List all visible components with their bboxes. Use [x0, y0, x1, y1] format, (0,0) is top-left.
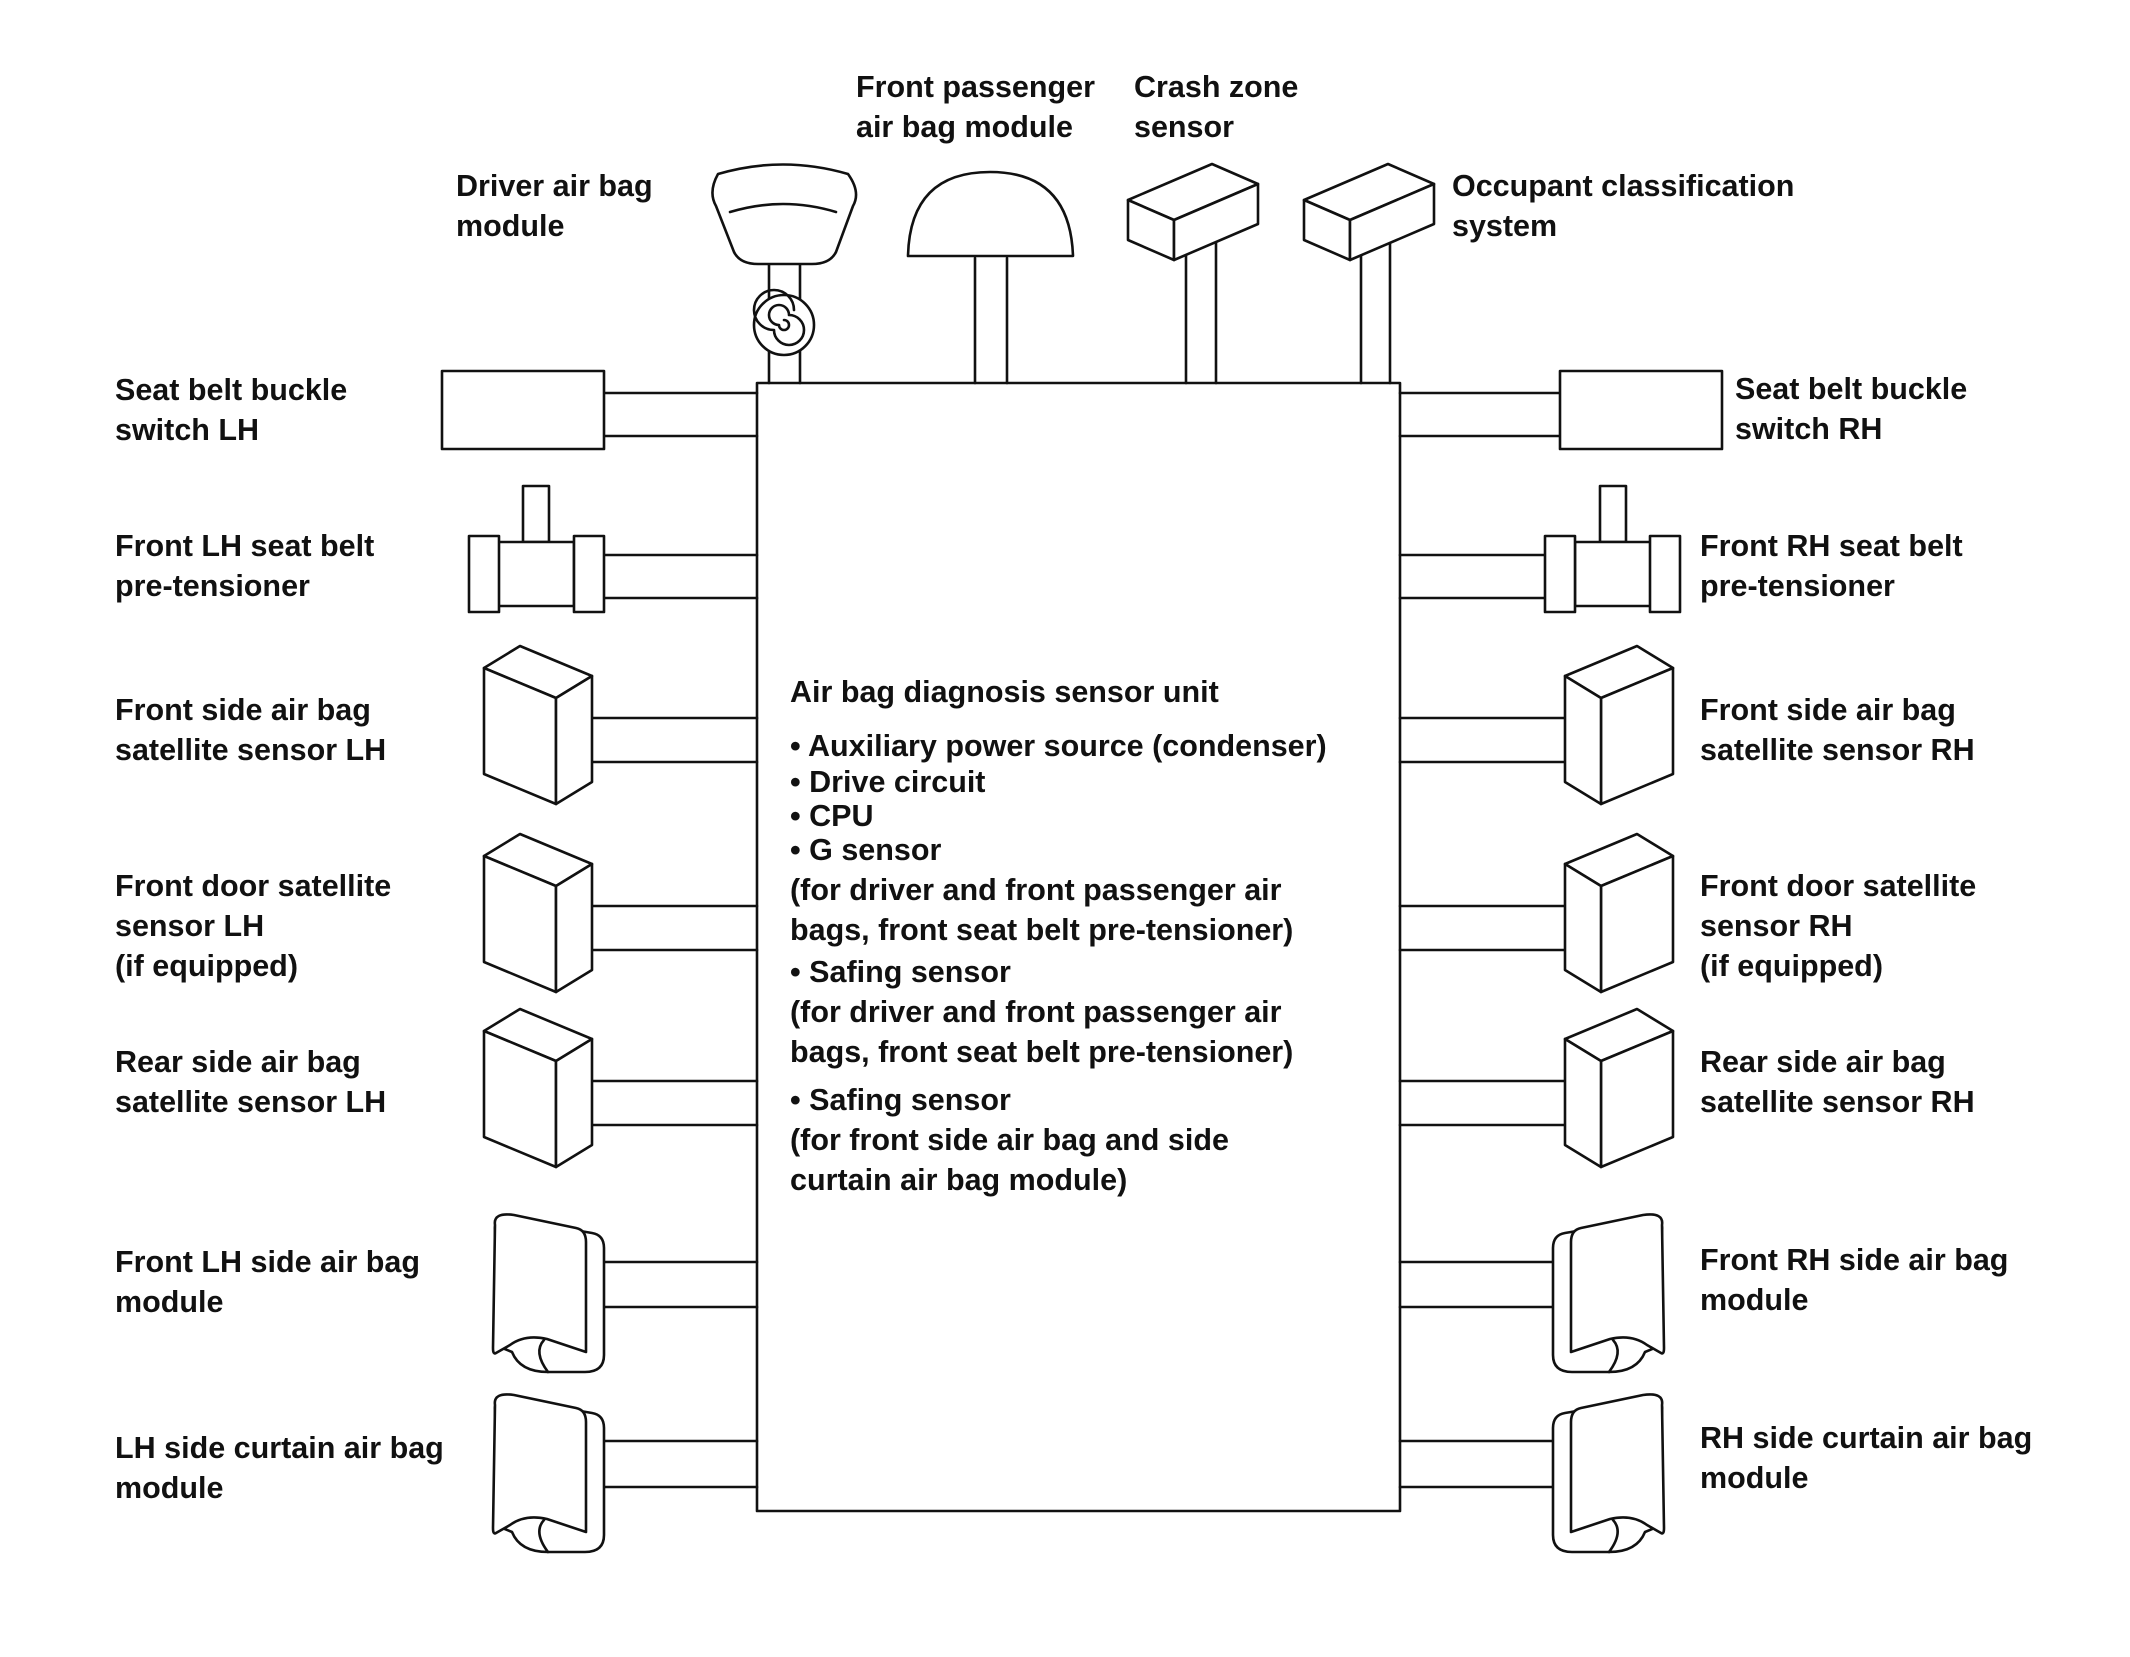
unit-item: • Safing sensor — [790, 1083, 1011, 1117]
label-front-side-satellite-lh: Front side air bag satellite sensor LH — [115, 693, 387, 767]
label-front-door-satellite-lh: Front door satellite sensor LH (if equip… — [115, 869, 392, 983]
rear-side-satellite-lh-icon — [482, 1007, 759, 1169]
front-door-satellite-lh-icon — [482, 832, 759, 994]
label-buckle-switch-rh: Seat belt buckle switch RH — [1735, 372, 1968, 446]
label-occupant-classification: Occupant classification system — [1452, 169, 1795, 243]
label-crash-zone-sensor: Crash zone sensor — [1134, 70, 1299, 144]
label-pretensioner-lh: Front LH seat belt pre-tensioner — [115, 529, 375, 603]
label-curtain-airbag-rh: RH side curtain air bag module — [1700, 1421, 2033, 1495]
passenger-airbag-module-icon — [906, 170, 1075, 385]
curtain-airbag-lh-icon — [491, 1393, 759, 1554]
label-front-side-satellite-rh: Front side air bag satellite sensor RH — [1700, 693, 1975, 767]
rear-side-satellite-rh-icon — [1398, 1007, 1675, 1169]
unit-item: curtain air bag module) — [790, 1163, 1128, 1197]
unit-item: (for driver and front passenger air — [790, 873, 1282, 907]
label-front-side-airbag-lh: Front LH side air bag module — [115, 1245, 421, 1319]
occupant-classification-icon — [1302, 162, 1436, 385]
front-door-satellite-rh-icon — [1398, 832, 1675, 994]
unit-item: (for front side air bag and side — [790, 1123, 1229, 1157]
front-side-airbag-rh-icon — [1398, 1213, 1666, 1374]
label-pretensioner-rh: Front RH seat belt pre-tensioner — [1700, 529, 1963, 603]
label-front-passenger-airbag: Front passenger air bag module — [856, 70, 1095, 144]
unit-item: • G sensor — [790, 833, 942, 867]
label-curtain-airbag-lh: LH side curtain air bag module — [115, 1431, 444, 1505]
diagnosis-sensor-unit-text: Air bag diagnosis sensor unit • Auxiliar… — [790, 672, 1327, 1200]
unit-item: • Safing sensor — [790, 955, 1011, 989]
label-rear-side-satellite-rh: Rear side air bag satellite sensor RH — [1700, 1045, 1975, 1119]
label-rear-side-satellite-lh: Rear side air bag satellite sensor LH — [115, 1045, 387, 1119]
label-front-door-satellite-rh: Front door satellite sensor RH (if equip… — [1700, 869, 1977, 983]
diagnosis-sensor-unit-box — [755, 381, 1402, 1513]
unit-item: bags, front seat belt pre-tensioner) — [790, 1035, 1294, 1069]
unit-item: • Drive circuit — [790, 765, 986, 799]
label-front-side-airbag-rh: Front RH side air bag module — [1700, 1243, 2009, 1317]
crash-zone-sensor-icon — [1126, 162, 1260, 385]
curtain-airbag-rh-icon — [1398, 1393, 1666, 1554]
unit-item: • CPU — [790, 799, 874, 833]
pretensioner-lh-icon — [467, 484, 759, 614]
unit-title: Air bag diagnosis sensor unit — [790, 675, 1219, 709]
unit-item: (for driver and front passenger air — [790, 995, 1282, 1029]
front-side-satellite-lh-icon — [482, 644, 759, 806]
front-side-airbag-lh-icon — [491, 1213, 759, 1374]
pretensioner-rh-icon — [1398, 484, 1682, 614]
label-driver-airbag: Driver air bag module — [456, 169, 653, 243]
buckle-switch-rh-icon — [1398, 369, 1724, 451]
buckle-switch-lh-icon — [440, 369, 759, 451]
label-buckle-switch-lh: Seat belt buckle switch LH — [115, 373, 348, 447]
driver-airbag-module-icon — [711, 163, 858, 385]
front-side-satellite-rh-icon — [1398, 644, 1675, 806]
unit-item: bags, front seat belt pre-tensioner) — [790, 913, 1294, 947]
unit-item: • Auxiliary power source (condenser) — [790, 729, 1327, 763]
